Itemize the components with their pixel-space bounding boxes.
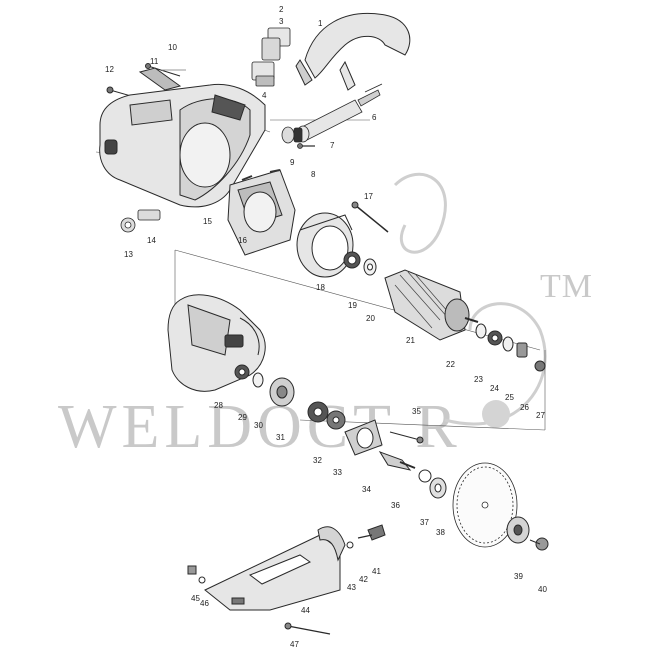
part-label-20: 20 xyxy=(366,314,375,323)
gear-housing-part xyxy=(167,294,266,392)
part-label-46: 46 xyxy=(200,599,209,608)
base-fasteners xyxy=(187,565,331,635)
part-label-10: 10 xyxy=(168,43,177,52)
handle-cover-part xyxy=(295,13,411,91)
part-label-39: 39 xyxy=(514,572,523,581)
motor-housing-part xyxy=(99,83,266,208)
part-label-23: 23 xyxy=(474,375,483,384)
base-plate-part xyxy=(204,526,346,611)
bearing-part-19 xyxy=(343,251,361,269)
saw-blade xyxy=(452,462,518,548)
flange-parts xyxy=(418,469,447,499)
part-label-44: 44 xyxy=(301,606,310,615)
part-label-27: 27 xyxy=(536,411,545,420)
part-label-47: 47 xyxy=(290,640,299,649)
part-label-21: 21 xyxy=(406,336,415,345)
watermark-o-circle xyxy=(482,400,510,428)
part-label-28: 28 xyxy=(214,401,223,410)
part-label-41: 41 xyxy=(372,567,381,576)
part-label-25: 25 xyxy=(505,393,514,402)
outer-flange-parts xyxy=(506,516,549,551)
small-screw-part-35 xyxy=(389,431,424,444)
handle-rod-part xyxy=(296,83,383,143)
part-label-38: 38 xyxy=(436,528,445,537)
part-label-35: 35 xyxy=(412,407,421,416)
part-label-29: 29 xyxy=(238,413,247,422)
spindle-shaft-part xyxy=(378,451,416,471)
part-label-37: 37 xyxy=(420,518,429,527)
part-label-14: 14 xyxy=(147,236,156,245)
part-label-13: 13 xyxy=(124,250,133,259)
part-label-43: 43 xyxy=(347,583,356,592)
switch-parts xyxy=(251,27,291,87)
part-label-3: 3 xyxy=(279,17,284,26)
part-label-32: 32 xyxy=(313,456,322,465)
part-label-40: 40 xyxy=(538,585,547,594)
washer-part-20 xyxy=(363,258,377,276)
part-label-16: 16 xyxy=(238,236,247,245)
part-label-30: 30 xyxy=(254,421,263,430)
part-label-15: 15 xyxy=(203,217,212,226)
small-clip-parts xyxy=(281,126,315,149)
gear-train-parts xyxy=(234,364,295,407)
part-label-4: 4 xyxy=(262,91,267,100)
part-label-12: 12 xyxy=(105,65,114,74)
part-label-34: 34 xyxy=(362,485,371,494)
part-label-33: 33 xyxy=(333,468,342,477)
bolt-part xyxy=(120,209,161,233)
armature-part xyxy=(384,269,479,341)
part-label-19: 19 xyxy=(348,301,357,310)
part-label-6: 6 xyxy=(372,113,377,122)
part-label-8: 8 xyxy=(311,170,316,179)
stator-field-part xyxy=(227,169,296,256)
part-label-11: 11 xyxy=(150,57,159,66)
long-screw-part xyxy=(351,201,389,233)
spindle-assembly-parts xyxy=(307,401,383,456)
part-label-22: 22 xyxy=(446,360,455,369)
wing-bolt-parts xyxy=(346,524,386,549)
baffle-ring-part xyxy=(296,212,354,278)
bearing-stack-parts xyxy=(475,323,546,372)
part-label-45: 45 xyxy=(191,594,200,603)
part-label-24: 24 xyxy=(490,384,499,393)
part-label-18: 18 xyxy=(316,283,325,292)
part-label-9: 9 xyxy=(290,158,295,167)
part-label-2: 2 xyxy=(279,5,284,14)
part-label-36: 36 xyxy=(391,501,400,510)
part-label-31: 31 xyxy=(276,433,285,442)
part-label-42: 42 xyxy=(359,575,368,584)
part-label-1: 1 xyxy=(318,19,323,28)
part-label-17: 17 xyxy=(364,192,373,201)
part-label-26: 26 xyxy=(520,403,529,412)
part-label-7: 7 xyxy=(330,141,335,150)
